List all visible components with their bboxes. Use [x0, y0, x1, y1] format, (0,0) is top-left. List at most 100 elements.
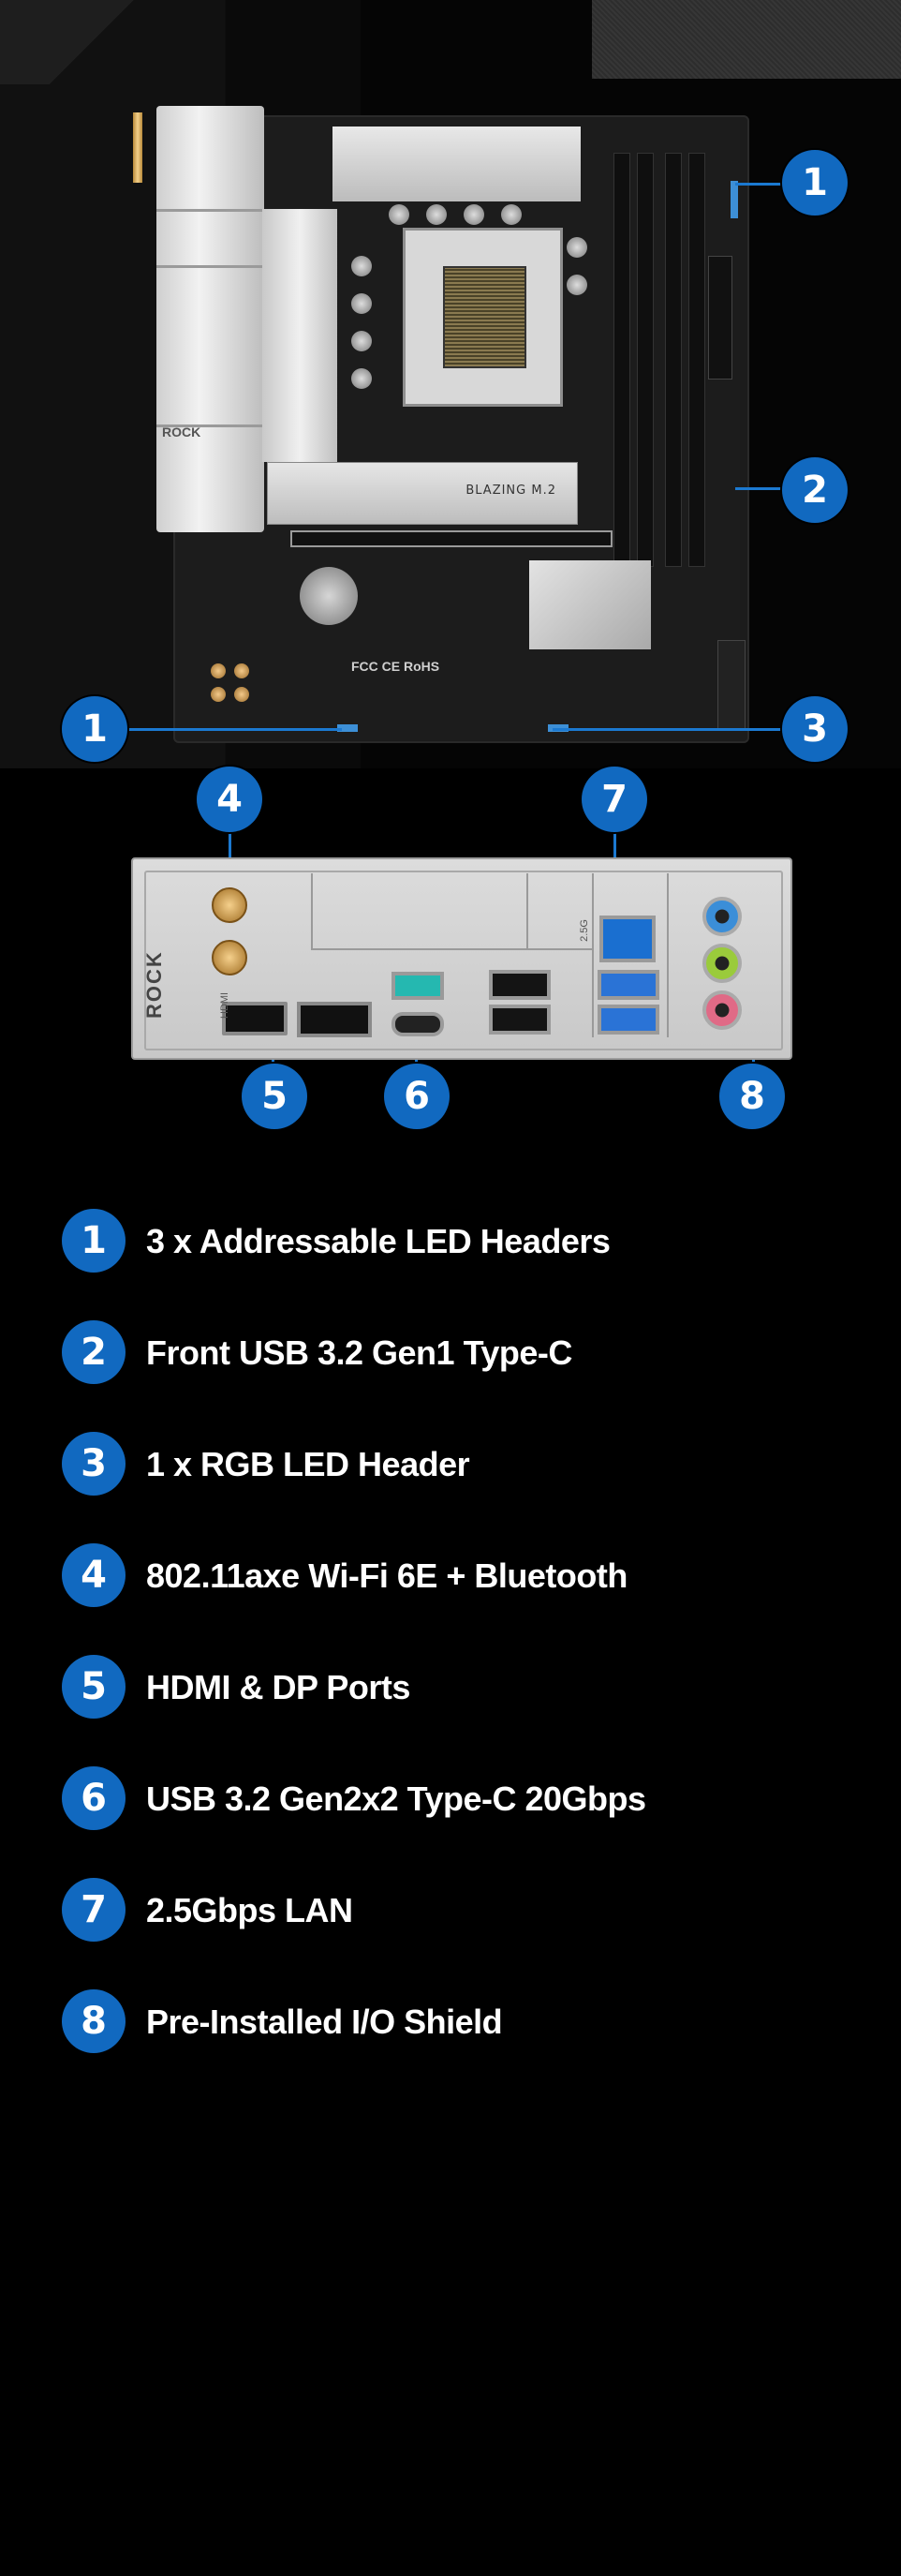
- feature-label: 3 x Addressable LED Headers: [146, 1222, 611, 1260]
- callout-line: [117, 728, 342, 731]
- list-item: 4 802.11axe Wi-Fi 6E + Bluetooth: [62, 1543, 867, 1609]
- capacitor: [567, 237, 587, 258]
- capacitor: [389, 204, 409, 225]
- feature-number-badge: 5: [62, 1655, 126, 1719]
- m2-label: BLAZING M.2: [465, 484, 556, 498]
- atx-power-connector: [708, 256, 732, 380]
- vrm-heatsink-top: [332, 127, 581, 201]
- feature-number-badge: 2: [62, 1320, 126, 1384]
- pcie-slot: [290, 530, 613, 547]
- panel-divider: [311, 948, 592, 950]
- audio-mic-jack: [702, 990, 742, 1030]
- io-shield-image: ROCK HDMI 2.5G: [131, 857, 792, 1060]
- feature-label: Pre-Installed I/O Shield: [146, 2003, 503, 2041]
- rear-io-shroud: [156, 106, 264, 532]
- panel-divider: [526, 873, 528, 948]
- callout-line: [553, 728, 791, 731]
- list-item: 7 2.5Gbps LAN: [62, 1878, 867, 1943]
- dimm-slot: [637, 153, 654, 567]
- shroud-line: [156, 424, 264, 427]
- audio-line-in-jack: [702, 897, 742, 936]
- capacitor: [464, 204, 484, 225]
- callout-line: [735, 487, 791, 490]
- io-shield-frame: [144, 871, 783, 1050]
- audio-capacitor: [234, 687, 249, 702]
- feature-number-badge: 6: [62, 1766, 126, 1830]
- list-item: 2 Front USB 3.2 Gen1 Type-C: [62, 1320, 867, 1386]
- io-brand-mark: ROCK: [142, 950, 166, 1019]
- list-item: 1 3 x Addressable LED Headers: [62, 1209, 867, 1274]
- shroud-line: [156, 209, 264, 212]
- certification-marks: FCC CE RoHS: [351, 659, 440, 674]
- shroud-line: [156, 265, 264, 268]
- usb-a-port: [598, 1005, 659, 1035]
- wifi-antenna-port: [212, 887, 247, 923]
- audio-capacitor: [211, 663, 226, 678]
- audio-line-out-jack: [702, 944, 742, 983]
- callout-badge-1: 1: [62, 696, 127, 762]
- cpu-socket-pins: [443, 266, 526, 368]
- argb-led-header: [731, 181, 738, 218]
- motherboard-image: ROCK BLAZING M.2 FCC CE RoHS: [156, 106, 749, 743]
- callout-badge-5: 5: [242, 1064, 307, 1129]
- list-item: 8 Pre-Installed I/O Shield: [62, 1989, 867, 2055]
- feature-number-badge: 1: [62, 1209, 126, 1273]
- feature-number-badge: 7: [62, 1878, 126, 1942]
- panel-divider: [667, 873, 669, 1037]
- feature-number-badge: 8: [62, 1989, 126, 2053]
- audio-capacitor: [211, 687, 226, 702]
- wifi-antenna-connector: [133, 112, 142, 183]
- capacitor: [426, 204, 447, 225]
- dimm-slot: [665, 153, 682, 567]
- wifi-antenna-port: [212, 940, 247, 975]
- callout-badge-4: 4: [197, 767, 262, 832]
- callout-line: [735, 183, 791, 186]
- callout-badge-6: 6: [384, 1064, 450, 1129]
- board-brand-mark: ROCK: [162, 424, 201, 439]
- lan-port-label: 2.5G: [578, 919, 590, 942]
- capacitor: [351, 368, 372, 389]
- feature-number-badge: 3: [62, 1432, 126, 1496]
- list-item: 3 1 x RGB LED Header: [62, 1432, 867, 1497]
- hdmi-port-label: HDMI: [219, 991, 230, 1019]
- cmos-battery: [300, 567, 358, 625]
- feature-label: 2.5Gbps LAN: [146, 1891, 353, 1929]
- dimm-slot: [613, 153, 630, 567]
- usb-c-port: [391, 1012, 444, 1036]
- panel-divider: [311, 873, 313, 948]
- capacitor: [351, 293, 372, 314]
- lan-port: [599, 916, 656, 962]
- panel-divider: [592, 873, 594, 1037]
- capacitor: [567, 275, 587, 295]
- usb-a-port: [598, 970, 659, 1000]
- usb-a-port: [489, 1005, 551, 1035]
- cpu-socket: [403, 228, 563, 407]
- callout-badge-8: 8: [719, 1064, 785, 1129]
- capacitor: [501, 204, 522, 225]
- callout-badge-7: 7: [582, 767, 647, 832]
- chipset-heatsink: [529, 560, 651, 649]
- callout-badge-3: 3: [782, 696, 848, 762]
- list-item: 5 HDMI & DP Ports: [62, 1655, 867, 1720]
- feature-label: 1 x RGB LED Header: [146, 1445, 470, 1483]
- hdmi-port: [222, 1002, 288, 1035]
- callout-badge-2: 2: [782, 457, 848, 523]
- feature-label: HDMI & DP Ports: [146, 1668, 410, 1706]
- list-item: 6 USB 3.2 Gen2x2 Type-C 20Gbps: [62, 1766, 867, 1832]
- capacitor: [351, 331, 372, 351]
- argb-led-header: [337, 724, 358, 732]
- feature-label: USB 3.2 Gen2x2 Type-C 20Gbps: [146, 1779, 646, 1818]
- displayport-port: [297, 1002, 372, 1037]
- feature-label: 802.11axe Wi-Fi 6E + Bluetooth: [146, 1556, 628, 1595]
- feature-number-badge: 4: [62, 1543, 126, 1607]
- background-texture: [592, 0, 901, 79]
- feature-label: Front USB 3.2 Gen1 Type-C: [146, 1333, 572, 1372]
- sata-ports: [717, 640, 746, 731]
- capacitor: [351, 256, 372, 276]
- usb-a-port: [489, 970, 551, 1000]
- vrm-heatsink-left: [262, 209, 337, 462]
- callout-badge-1: 1: [782, 150, 848, 216]
- dimm-slot: [688, 153, 705, 567]
- m2-heatsink: BLAZING M.2: [267, 462, 578, 525]
- usb-a-port: [391, 972, 444, 1000]
